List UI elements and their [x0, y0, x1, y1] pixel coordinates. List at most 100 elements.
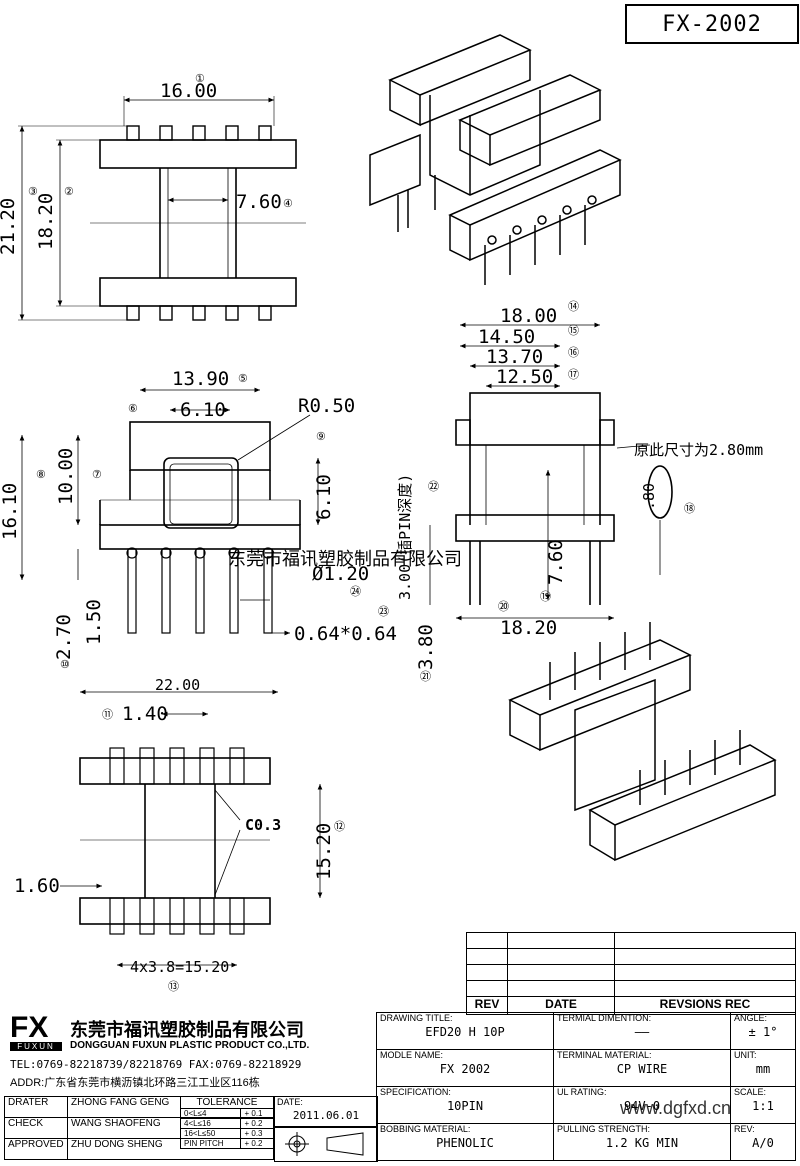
- dim-text: 18.20: [35, 193, 57, 250]
- bobbin-material-value: PHENOLIC: [436, 1136, 494, 1150]
- date-box: DATE: 2011.06.01: [274, 1096, 378, 1128]
- dim-text: 18.20: [500, 617, 557, 639]
- unit-value: mm: [755, 1062, 771, 1076]
- dim-index: ⑮: [568, 324, 579, 337]
- dim-index: ⑦: [92, 469, 102, 481]
- dim-note: 原此尺寸为2.80mm: [634, 441, 763, 459]
- dim-text: 1.60: [14, 875, 60, 897]
- tolerance-title: TOLERANCE: [180, 1096, 274, 1109]
- dim-index: ⑥: [128, 403, 138, 415]
- website-watermark: www.dgfxd.cn: [620, 1098, 732, 1118]
- tolerance-value: + 0.2: [240, 1118, 274, 1129]
- dim-text: 7.60: [545, 539, 567, 585]
- dim-text: 6.10: [180, 399, 226, 421]
- drawing-number: FX-2002: [625, 4, 799, 44]
- dim-index: ⑯: [568, 346, 579, 359]
- tolerance-value: + 0.1: [240, 1108, 274, 1119]
- tolerance-table: TOLERANCE 0<L≤4+ 0.1 4<L≤16+ 0.2 16<L≤50…: [179, 1096, 274, 1149]
- dim-text: 18.00: [500, 305, 557, 327]
- company-block: FX FUXUN 东莞市福讯塑胶制品有限公司 DONGGUAN FUXUN PL…: [4, 1013, 374, 1094]
- tolerance-value: + 0.3: [240, 1128, 274, 1139]
- revision-value: A/0: [752, 1136, 774, 1150]
- specification-value: 10PIN: [446, 1099, 484, 1113]
- tolerance-range: 16<L≤50: [179, 1128, 242, 1139]
- tolerance-range: PIN PITCH: [179, 1138, 242, 1149]
- dim-text: R0.50: [298, 395, 355, 417]
- dim-index: ㉓: [378, 605, 389, 618]
- dim-index: ㉒: [428, 480, 439, 493]
- top-view: [18, 96, 306, 321]
- dim-text: 1.50: [83, 599, 105, 645]
- dim-text: 4x3.8=15.20: [130, 958, 229, 976]
- revision-record-header: REVSIONS REC: [614, 996, 796, 1015]
- projection-symbol: [274, 1126, 378, 1162]
- role-label: CHECK: [4, 1117, 68, 1139]
- tolerance-value: + 0.2: [240, 1138, 274, 1149]
- terminal-material-value: CP WIRE: [616, 1062, 668, 1076]
- dim-text: 2.70: [53, 614, 75, 660]
- dim-index: ⑩: [60, 659, 70, 671]
- watermark-text: 东莞市福讯塑胶制品有限公司: [228, 549, 462, 569]
- title-block: DRAWING TITLE:EFD20 H 10P TERMIAL DIMENT…: [376, 1012, 796, 1161]
- dim-text: 14.50: [478, 326, 535, 348]
- dim-index: ①: [195, 73, 205, 85]
- technical-drawing: 16.00 ① 7.60 ④ 21.20 ③ 18.20 ② 13.90 ⑤ 6…: [0, 34, 777, 993]
- dim-index: ⑤: [238, 373, 248, 385]
- dim-text: 21.20: [0, 198, 19, 255]
- date-value: 2011.06.01: [292, 1109, 360, 1122]
- company-logo: FX FUXUN: [10, 1013, 62, 1058]
- dim-index: ⑨: [316, 431, 326, 443]
- isometric-view-top: [369, 34, 622, 285]
- dim-index: ㉑: [420, 670, 431, 683]
- dim-index: ⑪: [102, 708, 113, 721]
- rev-header: REV: [466, 996, 508, 1015]
- dim-text: 10.00: [55, 448, 77, 505]
- company-addr: ADDR:广东省东莞市横沥镇北环路三江工业区116栋: [10, 1077, 260, 1089]
- projection-icon: [285, 1132, 364, 1156]
- dim-text: 6.10: [313, 474, 335, 520]
- dim-index: ⑰: [568, 368, 579, 381]
- dim-text: 16.10: [0, 483, 21, 540]
- tolerance-range: 0<L≤4: [179, 1108, 242, 1119]
- dim-text: 3.00(插PIN深度): [396, 474, 414, 600]
- isometric-view-bottom: [508, 622, 777, 862]
- revision-table: REV DATE REVSIONS REC: [466, 932, 796, 1015]
- dim-index: ②: [64, 186, 74, 198]
- model-value: FX 2002: [439, 1062, 491, 1076]
- dim-index: ④: [283, 198, 293, 210]
- company-tel: TEL:0769-82218739/82218769 FAX:0769-8221…: [10, 1058, 302, 1071]
- dim-text: 13.70: [486, 346, 543, 368]
- dim-text: 3.80: [415, 624, 437, 670]
- angle-value: ± 1°: [748, 1025, 778, 1039]
- tolerance-range: 4<L≤16: [179, 1118, 242, 1129]
- ul-rating-value: 94V-0: [623, 1099, 661, 1113]
- dim-text: 12.50: [496, 366, 553, 388]
- dim-text: 1.40: [122, 703, 168, 725]
- dim-index: ⑧: [36, 469, 46, 481]
- dim-index: ⑳: [498, 600, 509, 613]
- dim-text: .80: [640, 483, 658, 510]
- front-view: [19, 387, 321, 636]
- role-label: DRATER: [4, 1096, 68, 1118]
- drawing-title-value: EFD20 H 10P: [425, 1025, 505, 1039]
- dim-index: ⑲: [540, 590, 551, 603]
- bottom-view: [60, 689, 323, 968]
- dim-text: C0.3: [245, 816, 281, 834]
- side-view: [429, 322, 673, 621]
- dim-index: ⑬: [168, 980, 179, 993]
- dim-index: ⑫: [334, 820, 345, 833]
- dim-index: ⑱: [684, 502, 695, 515]
- scale-value: 1:1: [752, 1099, 774, 1113]
- terminal-dimension-value: ——: [634, 1025, 650, 1039]
- role-label: APPROVED: [4, 1138, 68, 1160]
- pulling-strength-value: 1.2 KG MIN: [605, 1136, 679, 1150]
- dim-index: ㉔: [350, 585, 361, 598]
- dim-text: 0.64*0.64: [294, 623, 397, 645]
- company-name-cn: 东莞市福讯塑胶制品有限公司: [70, 1020, 304, 1040]
- dim-text: 15.20: [313, 823, 335, 880]
- dim-text: 22.00: [155, 676, 200, 694]
- dim-index: ⑭: [568, 300, 579, 313]
- dim-text: 16.00: [160, 80, 217, 102]
- dim-index: ③: [28, 186, 38, 198]
